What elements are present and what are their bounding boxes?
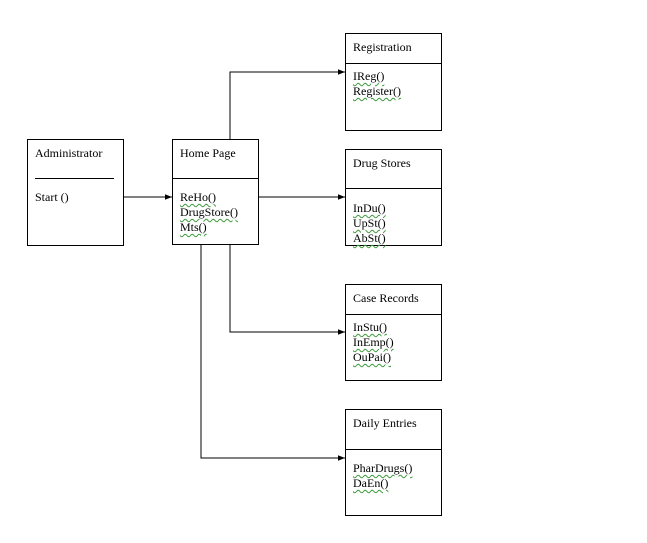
- arrow-home-to-case-records: [229, 245, 345, 335]
- method-upst: UpSt(): [353, 216, 386, 230]
- daily-entries-divider: [346, 449, 441, 450]
- method-mts: Mts(): [180, 220, 207, 234]
- home-page-class-box: Home Page ReHo() DrugStore() Mts(): [172, 139, 259, 245]
- method-oupai: OuPai(): [353, 350, 391, 364]
- administrator-title: Administrator: [35, 146, 103, 160]
- home-page-methods: ReHo() DrugStore() Mts(): [180, 190, 238, 235]
- home-page-divider: [173, 178, 258, 179]
- home-page-title: Home Page: [180, 146, 236, 160]
- arrow-home-to-registration: [229, 69, 345, 140]
- method-drugstore: DrugStore(): [180, 205, 238, 219]
- daily-entries-class-box: Daily Entries PharDrugs() DaEn(): [345, 409, 442, 516]
- drug-stores-methods: InDu() UpSt() AbSt(): [353, 201, 386, 246]
- administrator-class-box: Administrator Start (): [27, 139, 124, 246]
- method-abst: AbSt(): [353, 231, 386, 245]
- registration-divider: [346, 63, 441, 64]
- drug-stores-divider: [346, 188, 441, 189]
- method-phardrugs: PharDrugs(): [353, 461, 413, 475]
- administrator-methods: Start (): [35, 190, 69, 205]
- drug-stores-title: Drug Stores: [353, 156, 411, 170]
- registration-title: Registration: [353, 40, 412, 54]
- method-daen: DaEn(): [353, 476, 389, 490]
- method-inemp: InEmp(): [353, 335, 394, 349]
- daily-entries-title: Daily Entries: [353, 416, 417, 430]
- method-indu: InDu(): [353, 201, 386, 215]
- daily-entries-methods: PharDrugs() DaEn(): [353, 461, 412, 491]
- case-records-divider: [346, 314, 441, 315]
- method-register: Register(): [353, 84, 401, 98]
- method-ireg: IReg(): [353, 69, 385, 83]
- registration-methods: IReg() Register(): [353, 69, 401, 99]
- drug-stores-class-box: Drug Stores InDu() UpSt() AbSt(): [345, 149, 442, 246]
- case-records-class-box: Case Records InStu() InEmp() OuPai(): [345, 284, 442, 381]
- case-records-methods: InStu() InEmp() OuPai(): [353, 320, 394, 365]
- arrow-home-to-daily-entries: [200, 245, 345, 461]
- method-instu: InStu(): [353, 320, 387, 334]
- case-records-title: Case Records: [353, 291, 419, 305]
- method-start: Start (): [35, 190, 69, 204]
- administrator-divider: [35, 178, 114, 179]
- method-reho: ReHo(): [180, 190, 216, 204]
- registration-class-box: Registration IReg() Register(): [345, 33, 442, 131]
